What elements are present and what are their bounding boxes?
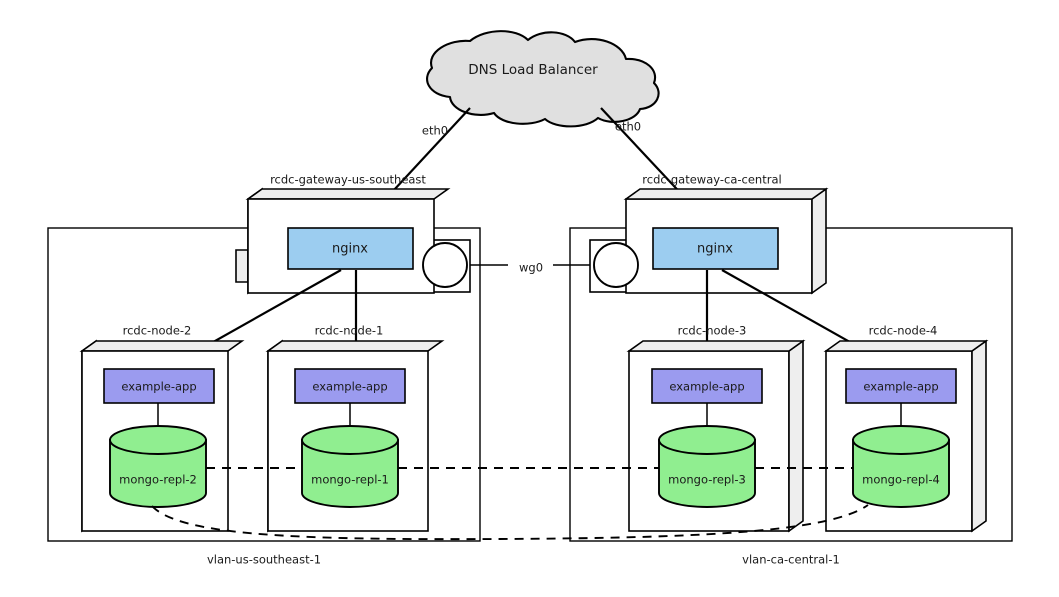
node-1-top-face [265, 340, 445, 352]
mongo-repl-1-body [301, 439, 399, 508]
mongo-cylinder-node-1[interactable]: mongo-repl-1 [301, 425, 399, 508]
mongo-repl-4-label: mongo-repl-4 [862, 473, 940, 487]
vlan-label-us-southeast: vlan-us-southeast-1 [207, 553, 321, 567]
mongo-cylinder-node-2[interactable]: mongo-repl-2 [109, 425, 207, 508]
wireguard-interface-circle-left[interactable] [422, 242, 468, 288]
nginx-box-us-southeast[interactable] [287, 227, 414, 270]
node-1-label: rcdc-node-1 [315, 324, 384, 338]
mongo-repl-4-body [852, 439, 950, 508]
example-app-box-node-1[interactable] [294, 368, 406, 404]
mongo-cylinder-node-4[interactable]: mongo-repl-4 [852, 425, 950, 508]
cloud-label: DNS Load Balancer [468, 62, 598, 78]
node-4-side-face [971, 339, 987, 533]
gateway-ca-central[interactable]: nginx rcdc-gateway-ca-central [589, 173, 829, 295]
mongo-repl-2-label: mongo-repl-2 [119, 473, 197, 487]
eth0-label-right: eth0 [615, 120, 641, 134]
example-app-box-node-3[interactable] [651, 368, 763, 404]
nginx-label-us-southeast: nginx [332, 242, 368, 257]
gateway-label-us-southeast: rcdc-gateway-us-southeast [270, 173, 426, 187]
node-rcdc-node-1[interactable]: rcdc-node-1 example-app mongo-repl-1 [265, 324, 445, 533]
node-2-label: rcdc-node-2 [123, 324, 192, 338]
mongo-repl-4-top [852, 425, 950, 455]
mongo-replication-link-2-to-4 [151, 504, 869, 541]
mongo-repl-2-top [109, 425, 207, 455]
gateway-left-port-stub [235, 249, 249, 283]
mongo-repl-1-top [301, 425, 399, 455]
wg0-label: wg0 [519, 261, 543, 275]
nginx-box-ca-central[interactable] [652, 227, 779, 270]
gateway-us-southeast[interactable]: nginx rcdc-gateway-us-southeast [235, 173, 471, 295]
gateway-label-ca-central: rcdc-gateway-ca-central [642, 173, 781, 187]
cloud-shape [426, 30, 660, 128]
gateway-right-top-face [623, 188, 829, 200]
eth0-label-left: eth0 [422, 124, 448, 138]
nginx-label-ca-central: nginx [697, 242, 733, 257]
example-app-box-node-4[interactable] [845, 368, 957, 404]
mongo-repl-3-body [658, 439, 756, 508]
dns-load-balancer-cloud: DNS Load Balancer [426, 30, 660, 128]
node-4-label: rcdc-node-4 [869, 324, 938, 338]
vlan-label-ca-central: vlan-ca-central-1 [742, 553, 840, 567]
example-app-label-node-1: example-app [312, 380, 387, 394]
node-rcdc-node-3[interactable]: rcdc-node-3 example-app mongo-repl-3 [626, 324, 806, 533]
gateway-left-top-face [245, 188, 451, 200]
node-2-top-face [79, 340, 245, 352]
mongo-repl-1-label: mongo-repl-1 [311, 473, 389, 487]
node-rcdc-node-2[interactable]: rcdc-node-2 example-app mongo-repl-2 [79, 324, 245, 533]
node-3-top-face [626, 340, 806, 352]
node-3-label: rcdc-node-3 [678, 324, 747, 338]
wireguard-interface-circle-right[interactable] [593, 242, 639, 288]
mongo-cylinder-node-3[interactable]: mongo-repl-3 [658, 425, 756, 508]
example-app-box-node-2[interactable] [103, 368, 215, 404]
mongo-repl-3-label: mongo-repl-3 [668, 473, 746, 487]
node-3-side-face [788, 339, 804, 533]
example-app-label-node-2: example-app [121, 380, 196, 394]
mongo-repl-2-body [109, 439, 207, 508]
node-rcdc-node-4[interactable]: rcdc-node-4 example-app mongo-repl-4 [823, 324, 989, 533]
node-4-top-face [823, 340, 989, 352]
gateway-right-side-face [811, 187, 827, 295]
example-app-label-node-3: example-app [669, 380, 744, 394]
mongo-repl-3-top [658, 425, 756, 455]
example-app-label-node-4: example-app [863, 380, 938, 394]
